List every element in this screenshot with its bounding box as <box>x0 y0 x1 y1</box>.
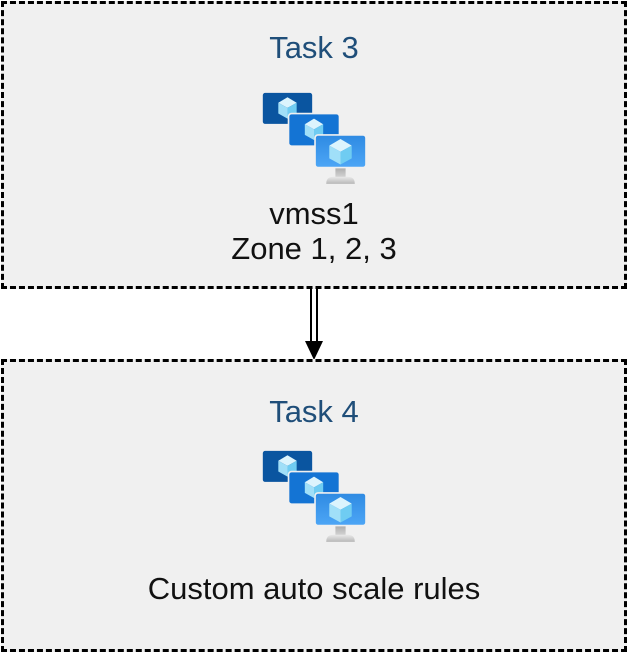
task3-box: Task 3 <box>1 1 627 289</box>
vm-scale-set-icon <box>261 91 367 186</box>
task4-box: Task 4 <box>1 359 627 652</box>
task3-labels: vmss1 Zone 1, 2, 3 <box>231 196 396 266</box>
task4-labels: Custom auto scale rules <box>148 571 481 607</box>
vm-scale-set-icon <box>261 449 367 544</box>
down-arrow-connector <box>299 289 331 361</box>
vmss-name-label: vmss1 <box>269 196 359 231</box>
autoscale-rules-label: Custom auto scale rules <box>147 571 481 606</box>
task4-title: Task 4 <box>269 394 359 429</box>
zones-label: Zone 1, 2, 3 <box>231 231 397 266</box>
task3-title: Task 3 <box>269 30 359 65</box>
